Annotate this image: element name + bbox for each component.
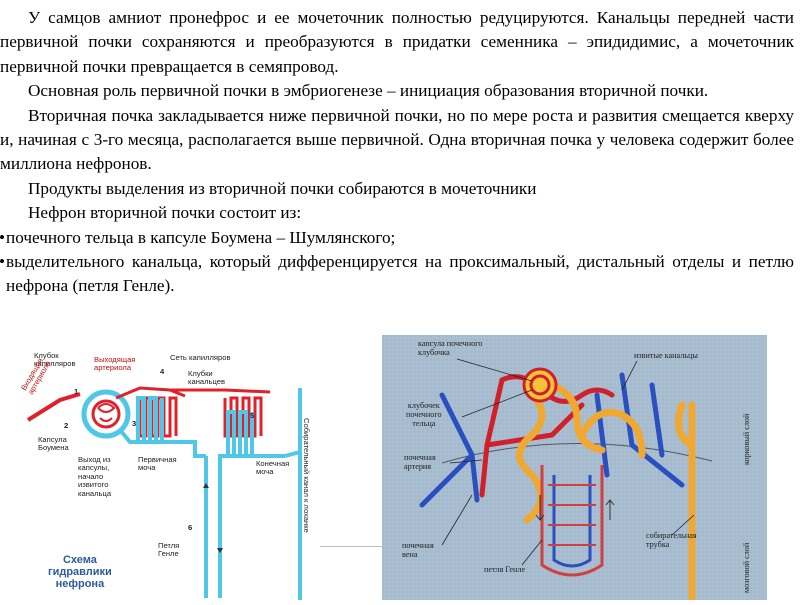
glomerulus-label: клубочек почечного тельца bbox=[406, 401, 442, 428]
bullet-icon: • bbox=[0, 250, 5, 274]
nephron-hydraulics-diagram bbox=[20, 348, 322, 600]
nephron-anatomy-figure: капсула почечного клубочка извитые канал… bbox=[382, 335, 767, 604]
collecting-duct-label: Собирательный канал к лоханке bbox=[302, 418, 311, 533]
final-urine-label: Конечная моча bbox=[256, 459, 290, 477]
list-item: •выделительного канальца, который диффер… bbox=[0, 250, 794, 299]
list-item-text: почечного тельца в капсуле Боумена – Шум… bbox=[6, 227, 396, 247]
list-item-text: выделительного канальца, который диффере… bbox=[6, 252, 794, 296]
paragraph-1: У самцов амниот пронефрос и ее мочеточни… bbox=[0, 8, 794, 76]
number-1: 1 bbox=[74, 387, 79, 396]
paragraph-4: Продукты выделения из вторичной почки со… bbox=[28, 178, 537, 198]
medulla-label: мозговой слой bbox=[742, 542, 751, 593]
loop-label: петля Генле bbox=[484, 565, 526, 574]
convoluted-tubules-label: извитые канальцы bbox=[634, 351, 698, 360]
body-text: У самцов амниот пронефрос и ее мочеточни… bbox=[0, 6, 794, 299]
number-2: 2 bbox=[64, 421, 69, 430]
number-6: 6 bbox=[188, 523, 193, 532]
paragraph-2: Основная роль первичной почки в эмбриоге… bbox=[28, 81, 709, 101]
bullet-icon: • bbox=[0, 226, 5, 250]
number-3: 3 bbox=[132, 419, 137, 428]
capsule-label: капсула почечного клубочка bbox=[418, 339, 483, 357]
loop-label: Петля Генле bbox=[158, 541, 180, 559]
glomerulus-label: Клубок капилляров bbox=[34, 351, 76, 369]
capsule-label: Капсула Боумена bbox=[38, 435, 69, 453]
cortex-label: корковый слой bbox=[742, 413, 751, 465]
paragraph-5: Нефрон вторичной почки состоит из: bbox=[28, 203, 302, 223]
list-item: •почечного тельца в капсуле Боумена – Шу… bbox=[0, 226, 794, 250]
capillary-net-label: Сеть капилляров bbox=[170, 353, 231, 362]
figure-title: Схема гидравлики нефрона bbox=[48, 554, 112, 590]
collecting-tube-label: собирательная трубка bbox=[646, 531, 697, 549]
divider-line bbox=[320, 546, 382, 547]
tubule-coils-label: Клубки канальцев bbox=[188, 369, 226, 387]
efferent-label: Выходящая артериола bbox=[94, 355, 136, 373]
artery-label: почечная артерия bbox=[404, 453, 436, 471]
number-5: 5 bbox=[250, 411, 255, 420]
primary-urine-label: Первичная моча bbox=[138, 455, 177, 473]
paragraph-3: Вторичная почка закладывается ниже перви… bbox=[0, 105, 794, 174]
nephron-hydraulics-figure: Клубок капилляров Выходящая артериола Вх… bbox=[19, 348, 322, 600]
nephron-anatomy-diagram bbox=[382, 335, 767, 604]
exit-label: Выход из капсулы, начало извитого каналь… bbox=[78, 455, 112, 498]
number-4: 4 bbox=[160, 367, 165, 376]
vein-label: почечная вена bbox=[402, 541, 434, 559]
